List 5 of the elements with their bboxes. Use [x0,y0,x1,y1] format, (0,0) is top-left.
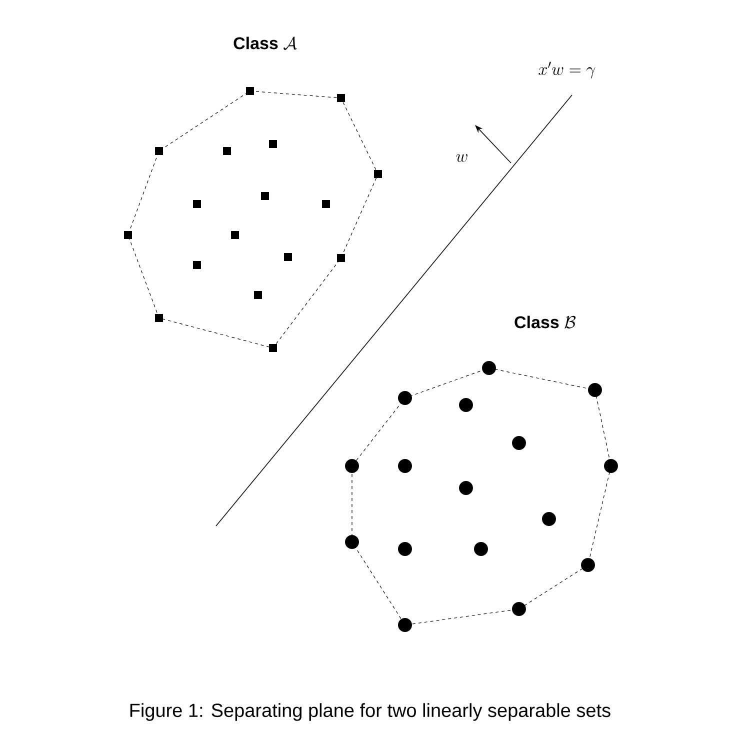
plane-equation: $x'w=\gamma$ [538,62,596,78]
caption: Figure 1: Separating plane for two linearly separable sets [130,703,610,721]
class-label: $\textbf{Class}\ \mathcal{A}$ [234,36,297,50]
class-label: $\textbf{Class}\ \mathcal{B}$ [514,316,576,328]
vector-label: $w$ [456,154,468,162]
